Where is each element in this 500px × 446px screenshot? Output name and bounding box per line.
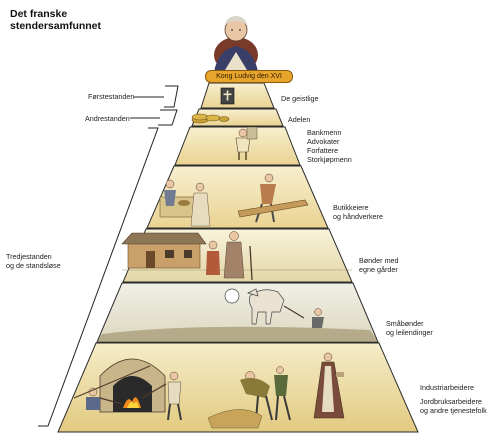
label-first-estate: Førstestanden (88, 92, 135, 101)
diagram-title: Det franske stendersamfunnet (10, 8, 101, 32)
label-smallholders: Småbønder og leilendinger (386, 319, 433, 337)
label-merchants-line-2: og håndverkere (333, 212, 383, 221)
workers-scene (73, 352, 345, 429)
label-merchants-line-1: Butikkeiere (333, 203, 369, 212)
plough-scene (97, 288, 378, 342)
label-farmers-own: Bønder med egne gårder (359, 256, 399, 274)
bourgeois-figure (235, 126, 258, 160)
king-label: Kong Ludvig den XVI (205, 70, 293, 83)
label-bourgeois-line-1: Bankmenn (307, 128, 342, 137)
gold-coins-icon (191, 113, 230, 124)
tier-clergy (200, 82, 275, 109)
bracket-third-estate (38, 127, 159, 427)
label-nobility: Adelen (288, 115, 311, 124)
bracket-second-estate (158, 109, 178, 126)
label-third-estate: Tredjestanden og de standsløse (6, 252, 61, 270)
label-smallholders-line-1: Småbønder (386, 319, 424, 328)
label-bourgeois-line-2: Advokater (307, 137, 340, 146)
bible-icon (220, 87, 235, 105)
label-merchants: Butikkeiere og håndverkere (333, 203, 383, 221)
label-workers-line-3: og andre tjenestefolk (420, 406, 487, 415)
label-workers-line-1: Industriarbeidere (420, 383, 474, 392)
label-third-estate-line-1: Tredjestanden (6, 252, 52, 261)
label-workers-line-2: Jordbruksarbeidere (420, 397, 482, 406)
label-workers: Industriarbeidere Jordbruksarbeidere og … (420, 383, 487, 415)
shop-scene (159, 173, 309, 227)
label-third-estate-line-2: og de standsløse (6, 261, 61, 270)
estate-brackets (38, 85, 179, 427)
title-line-2: stendersamfunnet (10, 20, 102, 32)
bracket-first-estate (164, 85, 179, 108)
king-portrait (214, 16, 258, 73)
farm-scene (121, 231, 352, 281)
label-bourgeois-line-4: Storkjøpmenn (307, 155, 352, 164)
label-farmers-own-line-2: egne gårder (359, 265, 398, 274)
label-bourgeois-line-3: Forfattere (307, 146, 339, 155)
label-clergy: De geistlige (281, 94, 319, 103)
label-smallholders-line-2: og leilendinger (386, 328, 433, 337)
label-second-estate: Andrestanden (85, 114, 130, 123)
label-bourgeois: Bankmenn Advokater Forfattere Storkjøpme… (307, 128, 352, 164)
label-farmers-own-line-1: Bønder med (359, 256, 399, 265)
title-line-1: Det franske (10, 8, 68, 20)
